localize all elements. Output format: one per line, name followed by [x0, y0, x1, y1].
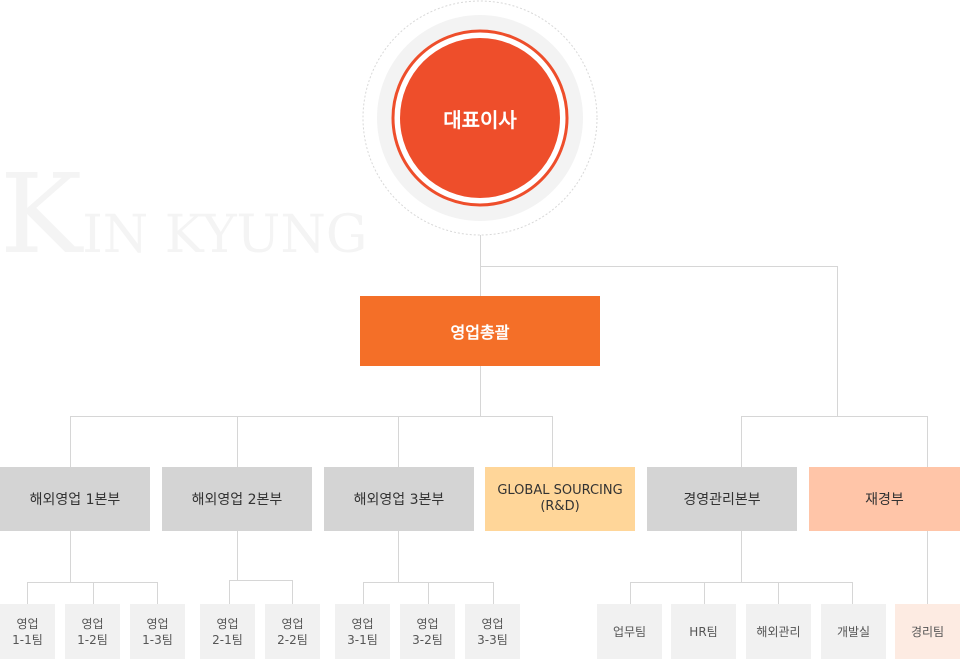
- team-node: 개발실: [821, 604, 886, 659]
- division-management: 경영관리본부: [647, 467, 797, 531]
- division-finance: 재경부: [809, 467, 960, 531]
- ceo-outer-ring: [362, 0, 598, 236]
- team-node: 영업 2-2팀: [265, 604, 320, 659]
- sales-head-node: 영업총괄: [360, 296, 600, 366]
- division-overseas-2: 해외영업 2본부: [162, 467, 312, 531]
- ceo-node: 대표이사: [443, 107, 517, 132]
- division-overseas-1: 해외영업 1본부: [0, 467, 150, 531]
- team-node: 영업 3-2팀: [400, 604, 455, 659]
- team-node: HR팀: [671, 604, 736, 659]
- team-node: 영업 1-2팀: [65, 604, 120, 659]
- team-node: 영업 1-3팀: [130, 604, 185, 659]
- team-node: 업무팀: [597, 604, 662, 659]
- team-node: 영업 2-1팀: [200, 604, 255, 659]
- team-node: 영업 3-1팀: [335, 604, 390, 659]
- team-node: 영업 1-1팀: [0, 604, 55, 659]
- watermark-logo: KIN KYUNG: [0, 150, 368, 278]
- team-node: 해외관리: [746, 604, 811, 659]
- division-overseas-3: 해외영업 3본부: [324, 467, 474, 531]
- team-node: 영업 3-3팀: [465, 604, 520, 659]
- finance-team-node: 경리팀: [895, 604, 960, 659]
- division-global-sourcing: GLOBAL SOURCING (R&D): [485, 467, 635, 531]
